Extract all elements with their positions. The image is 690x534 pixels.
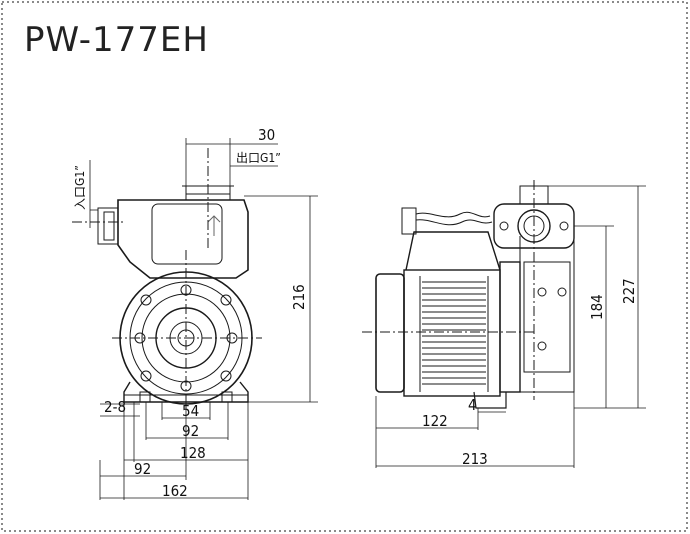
dim-bottom-left: 92	[134, 460, 151, 478]
dim-outlet-offset: 30	[258, 126, 275, 144]
front-view	[72, 148, 262, 408]
dim-side-width: 213	[462, 450, 488, 468]
dim-hole: 2-8	[104, 398, 126, 416]
pump-head	[117, 199, 249, 279]
motor-housing	[375, 273, 405, 393]
side-dimensions	[375, 185, 646, 468]
power-cable	[415, 211, 491, 218]
dim-base-mid: 92	[182, 422, 199, 440]
dim-base-inner: 54	[182, 402, 199, 420]
inlet-fitting	[97, 207, 119, 245]
side-base	[473, 391, 507, 409]
inlet-label: 入口G1”	[73, 165, 87, 210]
dim-front-height: 216	[290, 284, 308, 310]
terminal-box	[405, 231, 501, 271]
dim-side-height-upper: 184	[588, 294, 606, 320]
dim-base-outer: 128	[180, 444, 206, 462]
dim-side-height-total: 227	[620, 278, 638, 304]
motor-fins	[422, 281, 486, 385]
model-title: PW-177EH	[24, 20, 209, 60]
dim-side-depth: 122	[422, 412, 448, 430]
outlet-label: 出口G1”	[236, 151, 281, 165]
front-dimensions	[89, 138, 318, 500]
side-view	[375, 269, 501, 397]
dim-front-width: 162	[162, 482, 188, 500]
pump-casing	[499, 261, 521, 393]
dim-side-offset: 4	[468, 396, 477, 414]
